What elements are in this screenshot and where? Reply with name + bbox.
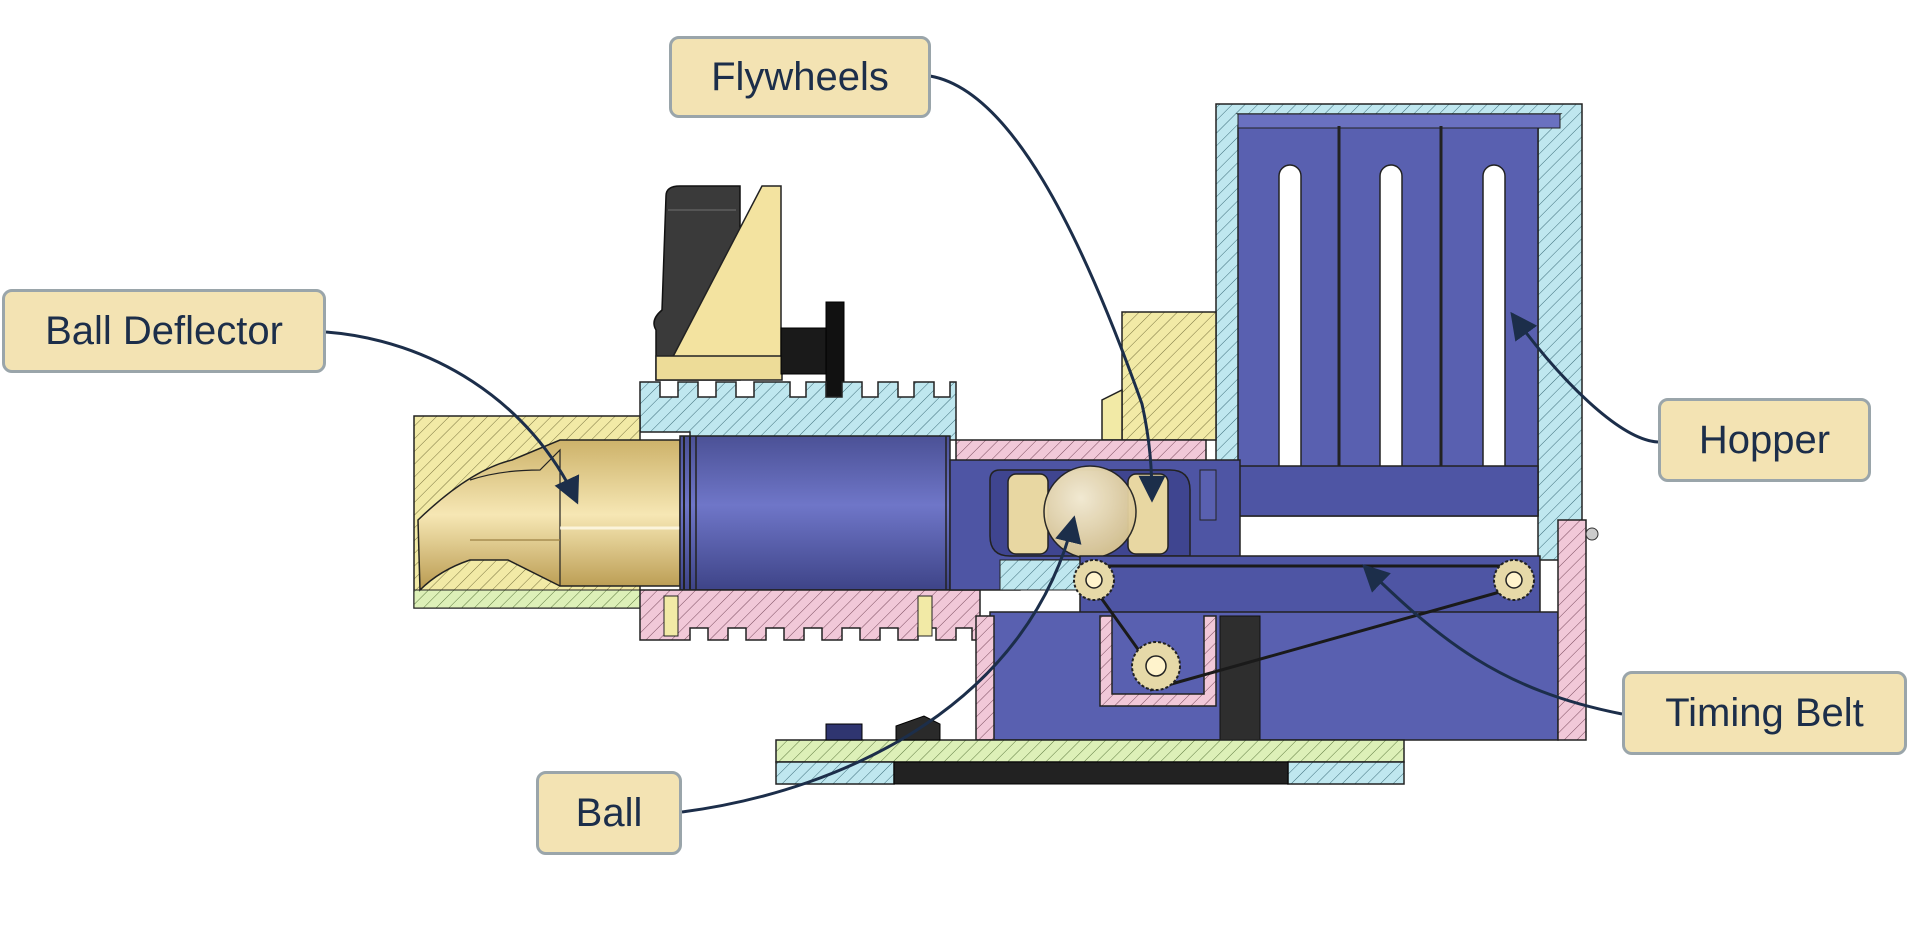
leader-line-ball (681, 515, 1082, 814)
base-plate-cyan-right (1287, 761, 1405, 785)
flywheel (1007, 473, 1049, 555)
barrel-housing-bottom (639, 589, 981, 641)
base-plate (775, 715, 1405, 785)
belt-drive (975, 519, 1599, 741)
leader-line-hopper (1510, 311, 1659, 444)
hopper-rim (1237, 113, 1561, 129)
callout-flywheels: Flywheels (669, 36, 931, 118)
hopper-slot (1482, 164, 1506, 481)
hopper (1215, 103, 1583, 561)
motor-block (1219, 615, 1261, 741)
leader-line-timing-belt (1362, 564, 1623, 716)
left-side-section (975, 615, 995, 741)
barrel-screw (663, 595, 679, 637)
base-plate-black (893, 761, 1289, 785)
flywheel-bracket-tab (1101, 388, 1123, 441)
feed-ramp (1199, 469, 1217, 521)
right-side-section (1557, 519, 1587, 741)
hopper-slot (1278, 164, 1302, 481)
barrel (679, 435, 951, 591)
ball (1043, 465, 1137, 559)
leader-line-flywheels (929, 74, 1166, 503)
ball-deflector-base (413, 589, 641, 609)
barrel-screw (917, 595, 933, 637)
chamber-cyan-wedge (999, 559, 1081, 591)
hopper-bolt (1585, 527, 1599, 541)
callout-hopper: Hopper (1658, 398, 1871, 482)
barrel-tube (679, 435, 951, 591)
barrel-housing-top (639, 381, 957, 441)
belt-tensioner-bracket (1099, 615, 1217, 707)
base-plate-green (775, 739, 1405, 763)
hopper-floor (1237, 465, 1539, 517)
callout-timing-belt: Timing Belt (1622, 671, 1907, 755)
callout-ball-deflector: Ball Deflector (2, 289, 326, 373)
callout-ball: Ball (536, 771, 682, 855)
motor-mount-plate (655, 355, 783, 381)
adjustment-knob-shaft (780, 327, 828, 375)
base-mount-clip (825, 723, 863, 741)
motor-assembly (653, 185, 845, 399)
leader-line-ball-deflector (325, 330, 580, 505)
ball-deflector (413, 415, 681, 609)
flywheel-bracket (1121, 311, 1217, 441)
hopper-slot (1379, 164, 1403, 481)
lower-body (989, 611, 1559, 741)
